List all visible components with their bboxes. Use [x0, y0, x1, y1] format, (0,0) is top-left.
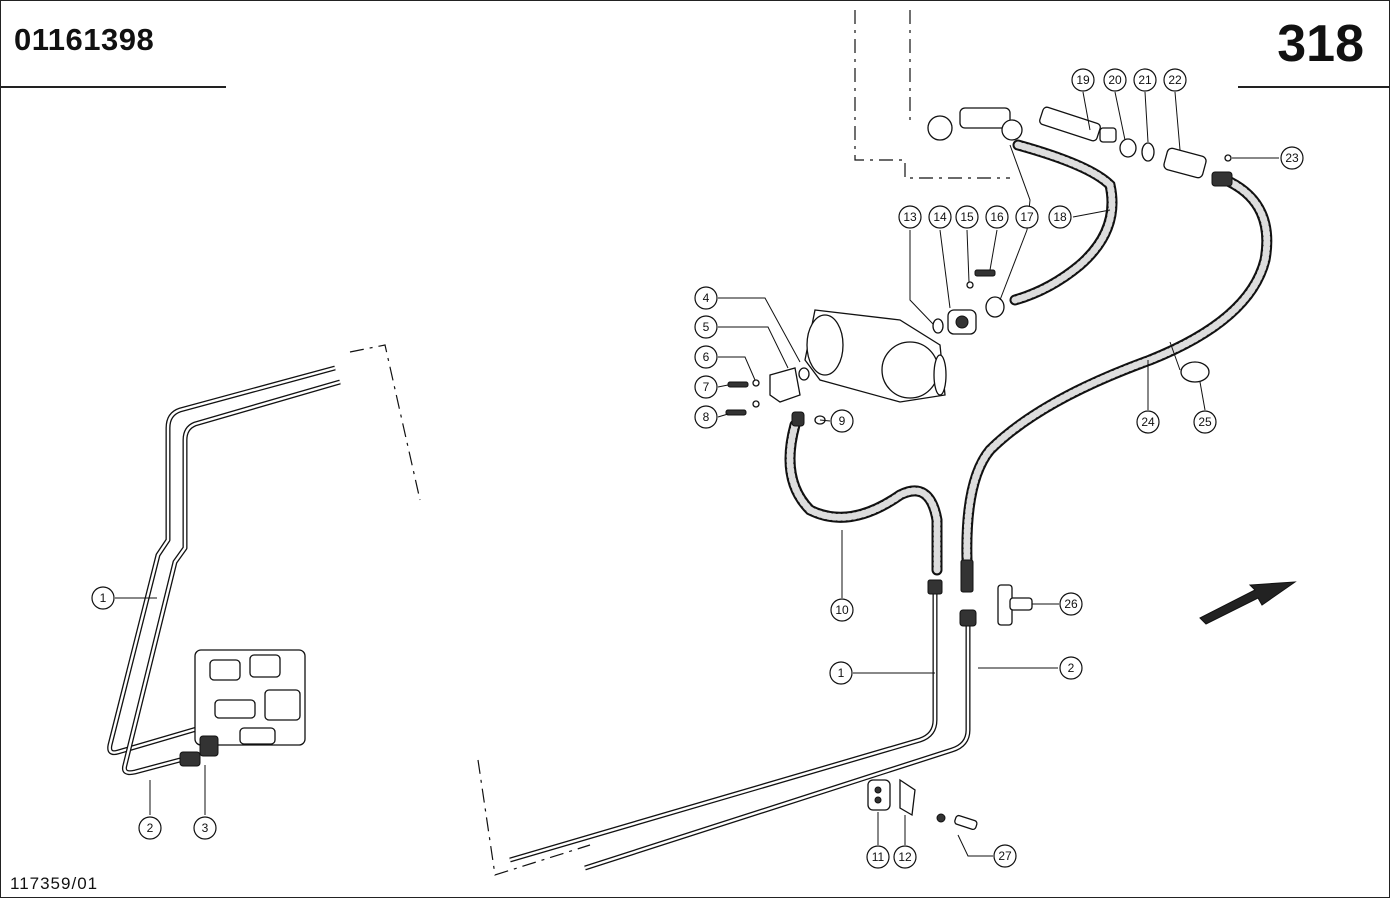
svg-text:3: 3	[202, 821, 209, 835]
tee-fitting-26	[997, 584, 1033, 626]
elbow-fitting-group	[725, 367, 826, 427]
svg-text:12: 12	[898, 850, 912, 864]
svg-text:26: 26	[1064, 597, 1078, 611]
svg-text:14: 14	[933, 210, 947, 224]
svg-text:1: 1	[838, 666, 845, 680]
hose-24	[960, 176, 1273, 593]
svg-text:4: 4	[703, 291, 710, 305]
callout-2-left: 2	[138, 816, 162, 840]
callout-12: 12	[893, 845, 917, 869]
callout-20: 20	[1103, 68, 1127, 92]
callout-27: 27	[993, 844, 1017, 868]
svg-text:23: 23	[1285, 151, 1299, 165]
hose-10	[784, 419, 943, 576]
svg-text:5: 5	[703, 320, 710, 334]
callout-13: 13	[898, 205, 922, 229]
svg-text:11: 11	[872, 850, 885, 864]
callout-16: 16	[985, 205, 1009, 229]
svg-text:15: 15	[960, 210, 974, 224]
callout-9: 9	[830, 409, 854, 433]
svg-text:25: 25	[1198, 415, 1212, 429]
phantom-outline-bottom	[477, 759, 591, 876]
svg-text:8: 8	[703, 410, 710, 424]
svg-text:17: 17	[1020, 210, 1034, 224]
callout-24: 24	[1136, 410, 1160, 434]
svg-text:13: 13	[903, 210, 917, 224]
header-rule-left	[0, 86, 226, 88]
svg-text:27: 27	[998, 849, 1012, 863]
callout-21: 21	[1133, 68, 1157, 92]
pump-outlet-fittings	[932, 269, 1005, 335]
hydraulic-pump	[804, 309, 947, 403]
callout-8: 8	[694, 405, 718, 429]
phantom-outline-top	[854, 10, 1010, 179]
top-fittings	[927, 106, 1233, 187]
callout-1-left: 1	[91, 586, 115, 610]
callout-4: 4	[694, 286, 718, 310]
callout-14: 14	[928, 205, 952, 229]
page-number: 318	[1277, 15, 1364, 73]
svg-text:22: 22	[1168, 73, 1182, 87]
callout-22: 22	[1163, 68, 1187, 92]
svg-text:9: 9	[839, 414, 846, 428]
callout-11: 11	[866, 845, 890, 869]
document-number: 01161398	[14, 22, 155, 57]
callout-15: 15	[955, 205, 979, 229]
svg-text:7: 7	[703, 380, 710, 394]
control-valve-block	[179, 649, 306, 767]
svg-text:20: 20	[1108, 73, 1122, 87]
callout-18: 18	[1048, 205, 1072, 229]
svg-text:21: 21	[1138, 73, 1152, 87]
pipe-bottom-assembly	[509, 579, 977, 871]
direction-arrow	[1199, 581, 1297, 625]
header-rule-right	[1238, 86, 1390, 88]
callout-25: 25	[1193, 410, 1217, 434]
pipe-clamp-group	[867, 778, 978, 831]
svg-text:10: 10	[835, 603, 849, 617]
callout-1-bottom: 1	[829, 661, 853, 685]
callout-3: 3	[193, 816, 217, 840]
callout-23: 23	[1280, 146, 1304, 170]
callout-10: 10	[830, 598, 854, 622]
callout-17: 17	[1015, 205, 1039, 229]
svg-text:6: 6	[703, 350, 710, 364]
svg-text:18: 18	[1053, 210, 1067, 224]
callout-6: 6	[694, 345, 718, 369]
illustration-reference: 117359/01	[10, 874, 99, 893]
callout-2-bottom: 2	[1059, 656, 1083, 680]
callout-5: 5	[694, 315, 718, 339]
pipe-left-assembly	[107, 365, 341, 776]
callout-19: 19	[1071, 68, 1095, 92]
svg-text:24: 24	[1141, 415, 1155, 429]
svg-text:2: 2	[1068, 661, 1075, 675]
hose-18	[1009, 139, 1118, 306]
svg-text:16: 16	[990, 210, 1004, 224]
phantom-outline-left	[349, 344, 421, 501]
svg-text:2: 2	[147, 821, 154, 835]
hose-clip-25	[1169, 341, 1210, 383]
svg-text:1: 1	[100, 591, 107, 605]
svg-text:19: 19	[1076, 73, 1090, 87]
callout-7: 7	[694, 375, 718, 399]
callout-26: 26	[1059, 592, 1083, 616]
